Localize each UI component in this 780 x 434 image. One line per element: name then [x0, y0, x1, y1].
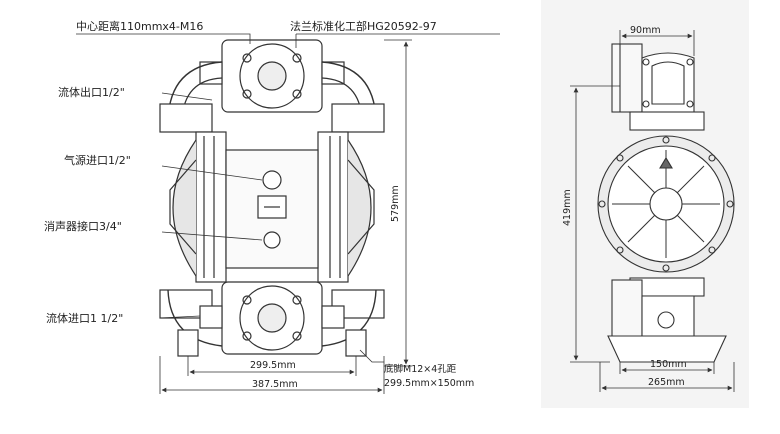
bottom-flange	[199, 281, 345, 355]
center-body	[225, 149, 319, 269]
label-foot-holes: 底脚M12×4孔距	[384, 363, 457, 375]
front-leaders	[76, 33, 500, 319]
front-view	[159, 39, 385, 357]
side-view	[597, 43, 735, 363]
label-center-distance: 中心距离110mmx4-M16	[76, 19, 203, 33]
dim-foot-width: 299.5mm	[250, 360, 296, 371]
side-dim-lines	[570, 30, 735, 392]
top-flange	[199, 39, 345, 113]
front-dim-lines	[159, 39, 412, 394]
label-fluid-outlet: 流体出口1/2"	[58, 85, 125, 99]
dim-side-base-inner: 150mm	[650, 359, 687, 370]
dim-side-base-outer: 265mm	[648, 377, 685, 388]
left-chamber	[169, 131, 227, 283]
label-fluid-inlet: 流体进口1 1/2"	[46, 311, 123, 325]
label-air-inlet: 气源进口1/2"	[64, 153, 131, 167]
dim-front-height: 579mm	[390, 185, 401, 222]
label-flange-standard: 法兰标准化工部HG20592-97	[290, 19, 437, 33]
dim-side-top-flange: 90mm	[630, 25, 661, 36]
label-muffler-port: 消声器接口3/4"	[44, 219, 122, 233]
dim-overall-width: 387.5mm	[252, 379, 298, 390]
dim-side-height: 419mm	[562, 189, 573, 226]
right-chamber	[317, 131, 375, 283]
label-foot-spacing: 299.5mm×150mm	[384, 378, 474, 389]
